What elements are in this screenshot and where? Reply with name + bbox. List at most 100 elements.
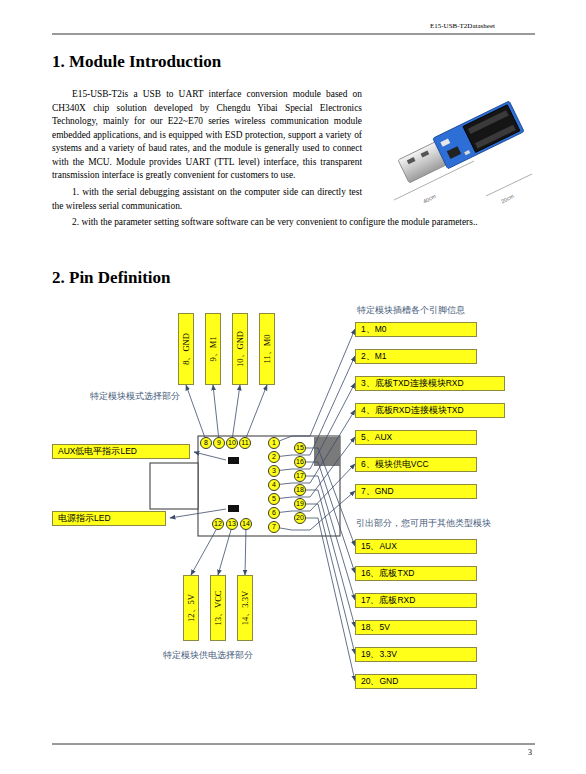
pin-info-box: 9、M1 [205,313,221,385]
pin-number: 1 [268,437,280,449]
usb-connector [150,463,198,509]
footer-rule [52,744,535,745]
leader-arrow [245,530,247,575]
pcb-component [464,150,470,155]
list-item: 1. with the serial debugging assistant o… [52,186,362,213]
leader-arrow [170,509,226,518]
leader-arrow [280,383,355,470]
node-text: 2、M1 [356,350,476,363]
node-text: 10、GND [235,331,245,367]
body-paragraph: E15-USB-T2is a USB to UART interface con… [52,88,362,183]
node-text: 20 [295,513,305,523]
node-text: 15 [295,443,305,453]
node-text: 9、M1 [208,336,218,361]
node-text: 1 [269,438,279,448]
leader-arrow [306,518,355,681]
node-text: 15、AUX [356,540,476,553]
leader-arrow [280,410,355,484]
leader-arrow [280,491,355,530]
pin-info-box: 15、AUX [355,539,477,554]
pin-number: 3 [268,465,280,477]
node-text: 8、GND [181,333,191,365]
header-rule [52,34,535,35]
leader-arrow [186,385,205,437]
pin-number: 19 [294,498,306,510]
leader-arrow [218,530,231,575]
node-text: 18 [295,485,305,495]
pin-number: 9 [213,437,225,449]
node-text: 10 [227,438,237,448]
leader-arrow [280,329,355,441]
leader-arrow [246,385,267,437]
pin-number: 6 [268,507,280,519]
node-text: 17、底板RXD [356,594,476,607]
plug-slot [420,150,429,157]
node-text: 18、5V [356,621,476,634]
pin-info-box: 10、GND [232,313,248,385]
section-heading: 2. Pin Definition [52,268,171,288]
page-header: E15-USB-T2Datasheet [430,22,495,30]
module-photo [396,101,524,187]
node-text: 13、VCC [213,591,223,626]
pin-number: 15 [294,442,306,454]
node-text: AUX低电平指示LED [53,445,189,458]
node-text: 16 [295,457,305,467]
leader-arrow [194,452,226,460]
pin-number: 17 [294,470,306,482]
node-text: 9 [214,438,224,448]
page-number: 3 [528,748,532,757]
pin-info-box: 4、底板RXD连接模块TXD [355,403,505,418]
pin-info-box: 19、3.3V [355,647,477,662]
node-text: 5 [269,494,279,504]
node-text: 4 [269,480,279,490]
dimension-label: 40cm [422,193,437,204]
pin-info-box: 3、底板TXD连接模块RXD [355,376,505,391]
node-text: 14、3.3V [240,591,250,625]
node-text: 20、GND [356,675,476,688]
pcb-board [433,101,524,169]
node-text: 7 [269,522,279,532]
leader-arrow [280,356,355,456]
pin-info-box: 17、底板RXD [355,593,477,608]
leader-arrow [306,476,355,600]
pin-number: 14 [240,518,252,530]
node-text: 3 [269,466,279,476]
led-label-box: 电源指示LED [52,511,166,526]
pin-info-box: 5、AUX [355,430,477,445]
group-note: 特定模块插槽各个引脚信息 [357,305,465,317]
pin-number: 20 [294,512,306,524]
group-note: 特定模块供电选择部分 [163,650,253,662]
pin-number: 8 [200,437,212,449]
pin-info-box: 16、底板TXD [355,566,477,581]
node-text: 19 [295,499,305,509]
section-heading: 1. Module Introduction [52,52,221,72]
pin-info-box: 1、M0 [355,322,477,337]
leader-arrow [233,385,240,437]
node-text: 电源指示LED [53,512,165,525]
node-text: 12 [213,519,223,529]
pin-info-box: 20、GND [355,674,477,689]
node-text: 1、M0 [356,323,476,336]
pin-info-box: 6、模块供电VCC [355,457,477,472]
pin-number: 4 [268,479,280,491]
leader-arrow [306,490,355,627]
pin-number: 11 [239,437,251,449]
pin-number: 10 [226,437,238,449]
pin-info-box: 11、M0 [259,313,275,385]
socket-holes [475,125,516,149]
list-item: 2. with the parameter setting software s… [52,216,522,230]
node-text: 5、AUX [356,431,476,444]
pin-number: 5 [268,493,280,505]
dimension-line [486,174,532,196]
group-note: 引出部分，您可用于其他类型模块 [356,518,491,530]
pcb-chip [447,146,461,159]
pin-info-box: 12、5V [183,575,199,641]
pin-info-box: 13、VCC [210,575,226,641]
group-note: 特定模块模式选择部分 [90,391,180,403]
leader-arrow [213,385,219,437]
node-text: 4、底板RXD连接模块TXD [356,404,504,417]
pin-number: 7 [268,521,280,533]
pcb-component [440,138,450,146]
pin-info-box: 2、M1 [355,349,477,364]
node-text: 6、模块供电VCC [356,458,476,471]
